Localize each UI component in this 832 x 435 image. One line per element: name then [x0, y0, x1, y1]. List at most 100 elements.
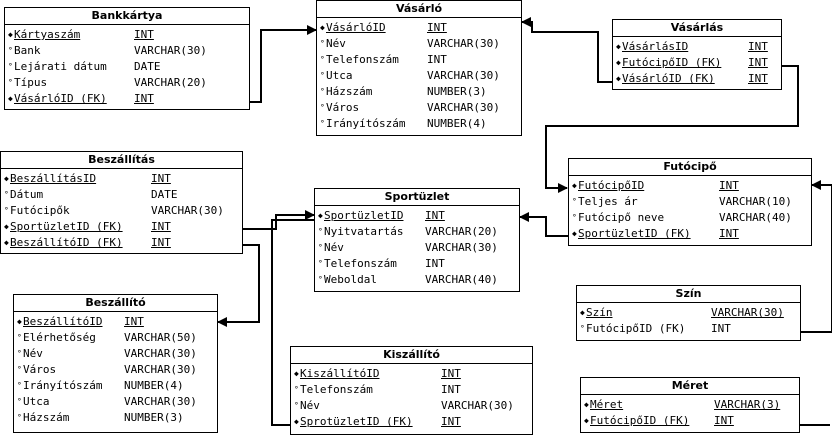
attribute-marker-icon: ° — [572, 197, 577, 206]
entity-title: Méret — [581, 378, 799, 395]
attribute-type: VARCHAR(30) — [134, 44, 207, 57]
attribute-name: FutócipőID (FK) — [622, 56, 722, 69]
attribute-type: VARCHAR(3) — [714, 398, 781, 411]
attribute-type: VARCHAR(30) — [427, 69, 500, 82]
line-futocipo-sportuzlet — [519, 212, 568, 237]
attribute-name: Futócipő neve — [578, 211, 665, 224]
attribute-type: INT — [134, 28, 154, 41]
attribute-marker-icon: ° — [8, 62, 13, 71]
attribute-row: ◆BeszállítóID (FK)INT — [1, 235, 242, 251]
attribute-name: Telefonszám — [324, 257, 397, 270]
key-marker-icon: ◆ — [17, 317, 22, 326]
attribute-marker-icon: ° — [320, 55, 325, 64]
attribute-name: Elérhetőség — [23, 331, 96, 344]
attribute-name: FutócipőID — [578, 179, 645, 192]
attribute-name: KiszállítóID — [300, 367, 380, 380]
attribute-type: NUMBER(4) — [427, 117, 487, 130]
key-marker-icon: ◆ — [8, 94, 13, 103]
attribute-type: INT — [124, 315, 144, 328]
attribute-type: VARCHAR(30) — [711, 306, 784, 319]
key-marker-icon: ◆ — [294, 369, 299, 378]
attribute-type: INT — [425, 257, 445, 270]
attribute-type: VARCHAR(40) — [425, 273, 498, 286]
attribute-name: Utca — [23, 395, 50, 408]
attribute-type: DATE — [151, 188, 178, 201]
attribute-marker-icon: ° — [8, 78, 13, 87]
attribute-name: Telefonszám — [300, 383, 373, 396]
attribute-name: SprotüzletID (FK) — [300, 415, 413, 428]
entity-title: Vásárló — [317, 1, 521, 18]
attribute-type: VARCHAR(50) — [124, 331, 197, 344]
entity-title: Szín — [577, 286, 800, 303]
attribute-name: Házszám — [23, 411, 70, 424]
attribute-name: Nyitvatartás — [324, 225, 404, 238]
attribute-type: INT — [748, 72, 768, 85]
entity-title: Vásárlás — [613, 20, 781, 37]
attribute-type: NUMBER(3) — [427, 85, 487, 98]
attribute-name: BeszállításID — [10, 172, 97, 185]
key-marker-icon: ◆ — [584, 400, 589, 409]
attribute-type: INT — [748, 40, 768, 53]
key-marker-icon: ◆ — [616, 42, 621, 51]
entity-title: Beszállítás — [1, 152, 242, 169]
key-marker-icon: ◆ — [294, 417, 299, 426]
attribute-row: ◆Méret VARCHAR(3) — [581, 397, 799, 413]
attribute-marker-icon: ° — [17, 413, 22, 422]
attribute-type: NUMBER(4) — [124, 379, 184, 392]
attribute-type: INT — [151, 236, 171, 249]
attribute-marker-icon: ° — [294, 385, 299, 394]
attribute-name: Házszám — [326, 85, 373, 98]
attribute-marker-icon: ° — [294, 401, 299, 410]
key-marker-icon: ◆ — [572, 229, 577, 238]
attribute-row: ◆SportüzletID (FK)INT — [569, 226, 811, 242]
attribute-type: INT — [134, 92, 154, 105]
line-szin-futocipo — [801, 180, 832, 333]
attribute-marker-icon: ° — [320, 103, 325, 112]
attribute-type: VARCHAR(30) — [124, 395, 197, 408]
attribute-name: VásárlóID (FK) — [14, 92, 107, 105]
attribute-name: Futócipők — [10, 204, 70, 217]
entity-title: Sportüzlet — [315, 189, 519, 206]
attribute-row: ◆FutócipőID (FK)INT — [581, 413, 799, 429]
key-marker-icon: ◆ — [8, 30, 13, 39]
attribute-row: ◆VásárlóID (FK) INT — [5, 91, 249, 107]
entity-title: Kiszállító — [291, 347, 532, 364]
attribute-marker-icon: ° — [17, 333, 22, 342]
key-marker-icon: ◆ — [572, 181, 577, 190]
attribute-type: INT — [719, 227, 739, 240]
attribute-type: VARCHAR(30) — [441, 399, 514, 412]
attribute-name: Irányítószám — [326, 117, 406, 130]
key-marker-icon: ◆ — [616, 74, 621, 83]
attribute-type: INT — [427, 21, 447, 34]
attribute-marker-icon: ° — [580, 324, 585, 333]
attribute-row: °FutócipőID (FK)INT — [577, 321, 800, 337]
attribute-name: Méret — [590, 398, 624, 411]
